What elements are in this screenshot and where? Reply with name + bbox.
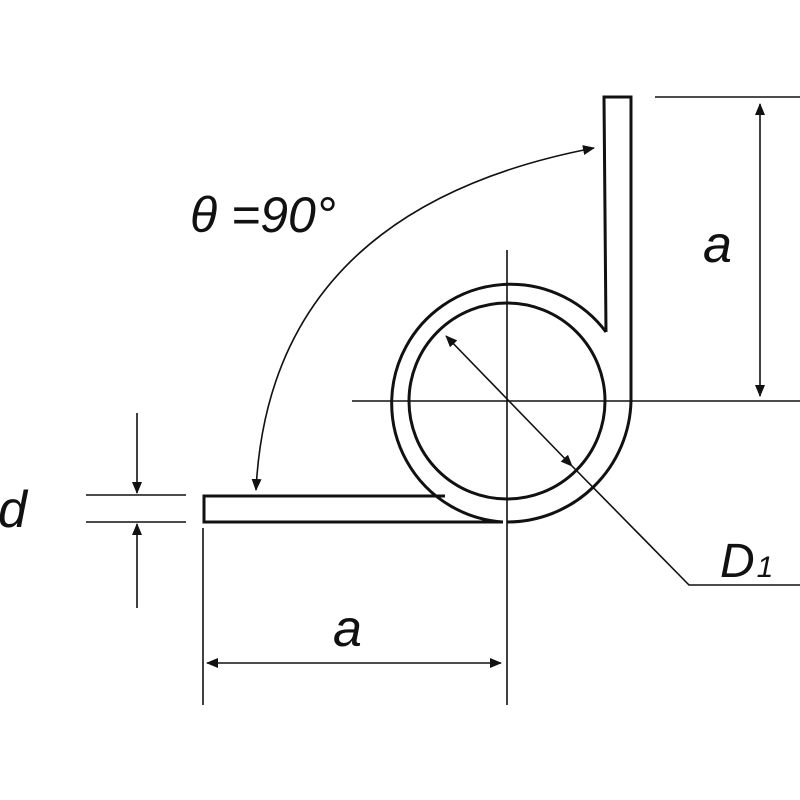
angle-label: θ =90°	[190, 187, 336, 243]
top-a-label: a	[703, 216, 732, 274]
d1-leader	[571, 465, 800, 586]
angle-arc	[251, 145, 595, 491]
wire-diameter-label: d	[0, 481, 29, 539]
spring-leg-horizontal	[202, 494, 503, 524]
coil-diameter-subscript: 1	[757, 551, 774, 584]
coil-diameter-main: D	[720, 535, 755, 588]
bottom-a-label: a	[333, 600, 362, 658]
coil-diameter-label: D1	[720, 535, 773, 588]
spring-leg-vertical	[506, 95, 633, 524]
spring-coil-outer	[390, 282, 608, 524]
